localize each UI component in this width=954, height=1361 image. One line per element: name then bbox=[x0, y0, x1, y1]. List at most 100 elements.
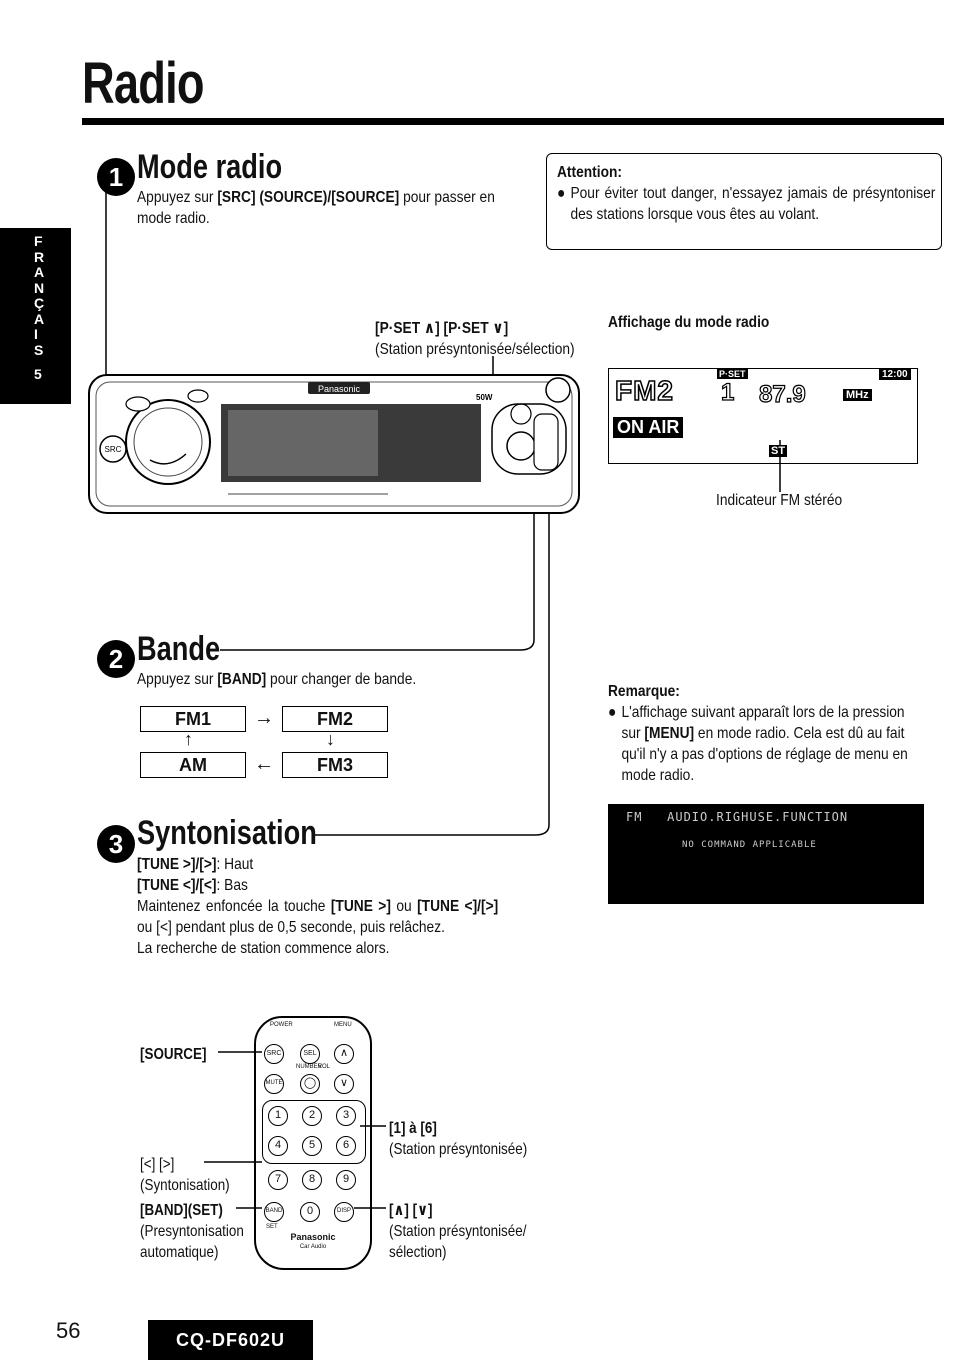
band-fm1: FM1 bbox=[140, 706, 246, 732]
remote-button-9[interactable]: 9 bbox=[336, 1170, 356, 1190]
remote-brand: Panasonic bbox=[290, 1232, 336, 1242]
attention-box: Attention: ● Pour éviter tout danger, n'… bbox=[546, 153, 942, 250]
text-part: ou [<] pendant plus de 0,5 seconde, puis… bbox=[137, 919, 445, 936]
remote-updown-caption1: (Station présyntonisée/ bbox=[389, 1223, 527, 1240]
remote-button-4[interactable]: 4 bbox=[268, 1136, 288, 1156]
text-bold: [SRC] (SOURCE)/[SOURCE] bbox=[217, 189, 400, 206]
text-part: Maintenez enfoncée la touche bbox=[137, 898, 331, 915]
text-part: pour changer de bande. bbox=[266, 671, 417, 688]
display-clock: 12:00 bbox=[879, 369, 911, 380]
power-rating-text: 50W bbox=[476, 393, 493, 402]
bullet-icon: ● bbox=[557, 185, 566, 202]
page-number: 56 bbox=[56, 1318, 81, 1343]
text-bold: [TUNE <]/[>] bbox=[417, 898, 499, 915]
menu-screen-line1: FM AUDIO.RIGHUSE.FUNCTION bbox=[626, 810, 849, 824]
remote-sel-button[interactable]: SEL bbox=[300, 1044, 320, 1064]
tab-number: 5 bbox=[34, 366, 42, 382]
remote-presets-label: [1] à [6] bbox=[389, 1120, 437, 1137]
menu-screen-display: FM AUDIO.RIGHUSE.FUNCTION NO COMMAND APP… bbox=[608, 804, 924, 904]
text-part: ou bbox=[390, 898, 418, 915]
text-part: Appuyez sur bbox=[137, 189, 218, 206]
display-title: Affichage du mode radio bbox=[608, 314, 770, 331]
remote-button-7[interactable]: 7 bbox=[268, 1170, 288, 1190]
remote-button-1[interactable]: 1 bbox=[268, 1106, 288, 1126]
attention-title: Attention: bbox=[557, 164, 622, 181]
remote-down-button[interactable]: ∨ bbox=[334, 1074, 354, 1094]
text-bold: [BAND] bbox=[217, 671, 267, 688]
text-part: en mode radio. Cela est dû au fait qu'il… bbox=[621, 725, 908, 784]
section-heading-mode-radio: Mode radio bbox=[137, 148, 283, 186]
title-rule bbox=[82, 118, 944, 125]
text-bold: [TUNE >] bbox=[330, 898, 391, 915]
remote-source-label: [SOURCE] bbox=[140, 1046, 207, 1063]
text-part: : Bas bbox=[216, 877, 248, 894]
display-stereo-indicator: ST bbox=[769, 445, 788, 457]
tune-down-line: [TUNE <]/[<]: Bas bbox=[137, 875, 498, 896]
tab-letter: A bbox=[34, 264, 45, 280]
section3-text: [TUNE >]/[>]: Haut [TUNE <]/[<]: Bas Mai… bbox=[137, 854, 498, 959]
remote-updown-caption2: sélection) bbox=[389, 1244, 447, 1261]
text-bold: [TUNE >]/[>] bbox=[137, 856, 217, 873]
section-heading-bande: Bande bbox=[137, 630, 221, 668]
stereo-indicator-caption: Indicateur FM stéréo bbox=[716, 492, 843, 509]
remark-item: ● L'affichage suivant apparaît lors de l… bbox=[608, 702, 926, 786]
display-unit: MHz bbox=[843, 389, 872, 401]
remote-button-2[interactable]: 2 bbox=[302, 1106, 322, 1126]
remote-button-5[interactable]: 5 bbox=[302, 1136, 322, 1156]
display-band: FM2 bbox=[614, 374, 674, 407]
search-start-text: La recherche de station commence alors. bbox=[137, 940, 390, 957]
tab-letter: I bbox=[34, 326, 38, 342]
remote-number-button[interactable]: ◯ bbox=[300, 1074, 320, 1094]
band-fm2: FM2 bbox=[282, 706, 388, 732]
remote-button-3[interactable]: 3 bbox=[336, 1106, 356, 1126]
radio-display: FM2 P·SET 1 87.9 MHz 12:00 ON AIR ST bbox=[608, 368, 918, 464]
display-pset-badge: P·SET bbox=[717, 369, 748, 379]
step-number-1: 1 bbox=[97, 158, 135, 196]
attention-text: Pour éviter tout danger, n'essayez jamai… bbox=[570, 185, 936, 223]
bullet-icon: ● bbox=[608, 704, 617, 721]
remote-presets-caption: (Station présyntonisée) bbox=[389, 1141, 528, 1158]
head-unit-brand: Panasonic bbox=[318, 384, 361, 394]
tab-letter: A bbox=[34, 310, 45, 327]
remote-src-button[interactable]: SRC bbox=[264, 1044, 284, 1064]
remote-number-label: NUMBER bbox=[296, 1064, 323, 1070]
remote-band-label: [BAND](SET) bbox=[140, 1202, 223, 1219]
display-frequency: 87.9 bbox=[758, 380, 806, 408]
tune-hold-text: Maintenez enfoncée la touche [TUNE >] ou… bbox=[137, 896, 498, 938]
attention-item: ● Pour éviter tout danger, n'essayez jam… bbox=[557, 183, 935, 225]
remote-updown-label: [∧] [∨] bbox=[389, 1202, 433, 1219]
remote-tune-label: [<] [>] bbox=[140, 1156, 175, 1173]
remote-button-0[interactable]: 0 bbox=[300, 1202, 320, 1222]
arrow-down-icon: ↓ bbox=[326, 729, 335, 749]
tab-letter: N bbox=[34, 279, 45, 296]
section2-text: Appuyez sur [BAND] pour changer de bande… bbox=[137, 669, 416, 690]
remote-power-label: POWER bbox=[270, 1022, 293, 1028]
menu-screen-line2: NO COMMAND APPLICABLE bbox=[682, 840, 817, 850]
remote-disp-button[interactable]: DISP bbox=[334, 1202, 354, 1222]
band-fm3: FM3 bbox=[282, 752, 388, 778]
step-number-2: 2 bbox=[97, 640, 135, 678]
remote-mute-button[interactable]: MUTE bbox=[264, 1074, 284, 1094]
section1-text: Appuyez sur [SRC] (SOURCE)/[SOURCE] pour… bbox=[137, 187, 507, 229]
tab-letter: R bbox=[34, 248, 45, 265]
remote-set-label: SET bbox=[266, 1224, 278, 1230]
remote-band-caption2: automatique) bbox=[140, 1244, 219, 1261]
arrow-right-icon: → bbox=[254, 707, 274, 729]
display-onair: ON AIR bbox=[613, 417, 684, 438]
src-button-label: SRC bbox=[105, 445, 122, 454]
text-part: : Haut bbox=[216, 856, 254, 873]
arrow-up-icon: ↑ bbox=[184, 729, 193, 749]
remote-button-6[interactable]: 6 bbox=[336, 1136, 356, 1156]
remote-band-button[interactable]: BAND bbox=[264, 1202, 284, 1222]
text-part: pour passer en mode radio. bbox=[137, 189, 495, 227]
remote-button-8[interactable]: 8 bbox=[302, 1170, 322, 1190]
language-tab: F R A N Ç A I S 5 bbox=[0, 228, 71, 404]
step-number-3: 3 bbox=[97, 825, 135, 863]
display-preset: 1 bbox=[720, 378, 735, 406]
remote-up-button[interactable]: ∧ bbox=[334, 1044, 354, 1064]
section-heading-syntonisation: Syntonisation bbox=[137, 814, 317, 852]
text-bold: [TUNE <]/[<] bbox=[137, 877, 217, 894]
model-badge: CQ-DF602U bbox=[148, 1320, 313, 1360]
remark-text: L'affichage suivant apparaît lors de la … bbox=[621, 702, 926, 786]
